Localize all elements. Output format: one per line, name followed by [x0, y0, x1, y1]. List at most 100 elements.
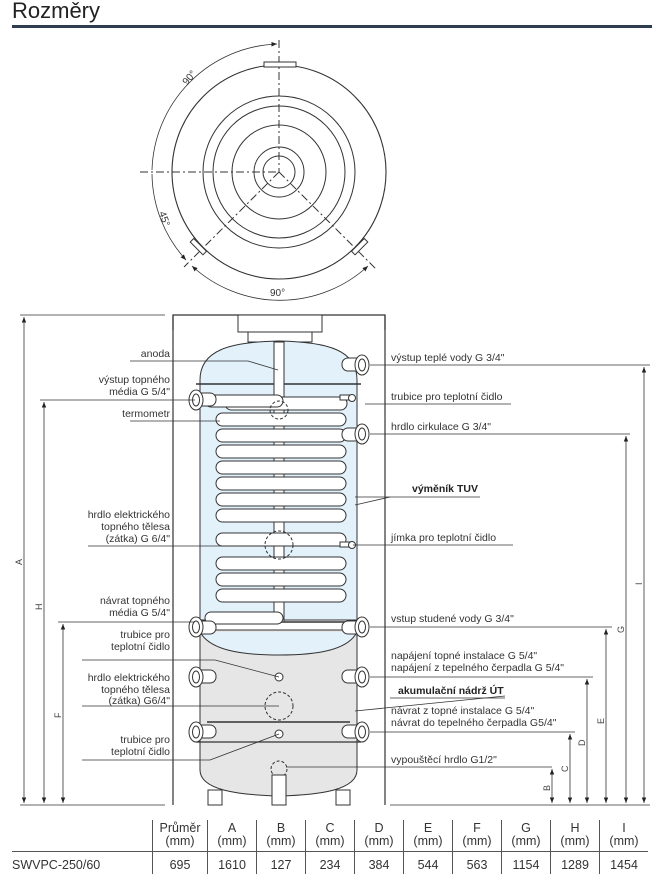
cell-model: SWVPC-250/60: [12, 858, 101, 872]
label-napajeni-2: napájení z tepelného čerpadla G 5/4": [391, 662, 564, 674]
label-vystup-topneho-1: výstup topného: [99, 374, 170, 386]
header-l2: (mm): [560, 834, 590, 848]
header-l1: C: [325, 821, 335, 835]
angle-label-bottom: 90°: [270, 288, 285, 299]
thermometer-port: [269, 400, 289, 420]
table-header-B: B(mm): [256, 820, 306, 852]
cell-prumer: 695: [152, 851, 208, 874]
label-trubice-2-l2: teplotní čidlo: [111, 746, 170, 758]
label-napajeni-1: napájení topné instalace G 5/4": [391, 650, 537, 662]
label-hrdlo-el-1-l2: topného tělesa: [101, 521, 170, 533]
dimension-lines: [20, 314, 650, 806]
label-vypousteci: vypouštěcí hrdlo G1/2": [391, 754, 497, 766]
label-trubice-horni: trubice pro teplotní čidlo: [391, 391, 503, 403]
label-hrdlo-el-2-l2: topného tělesa: [101, 684, 170, 696]
dim-label-H: H: [34, 604, 44, 611]
header-l1: F: [473, 821, 481, 835]
anode-cap-base: [247, 331, 313, 343]
table-header-C: C(mm): [305, 820, 355, 852]
table-header-I: I(mm): [599, 820, 648, 852]
label-navrat-topneho-1: návrat topného: [100, 595, 170, 607]
angle-label-left: 45°: [156, 210, 172, 228]
header-l1: B: [276, 821, 286, 835]
label-vstup-studene-vody: vstup studené vody G 3/4": [391, 613, 514, 625]
label-vymenik-tuv: výměník TUV: [412, 483, 478, 495]
header-l2: (mm): [511, 834, 541, 848]
title-underline: [12, 25, 652, 28]
heat-exchanger-coil: [204, 394, 348, 625]
tank-circle-4: [231, 124, 327, 220]
cell-G: 1154: [501, 851, 551, 874]
label-hrdlo-el-2-l3: (zátka) G6/4": [109, 695, 171, 707]
label-trubice-1-l1: trubice pro: [120, 629, 170, 641]
label-vystup-topneho-2: média G 5/4": [109, 386, 170, 398]
cell-I: 1454: [599, 851, 648, 874]
cell-C: 234: [305, 851, 355, 874]
tank-legs: [207, 774, 351, 806]
header-l2: (mm): [217, 834, 247, 848]
table-row: SWVPC-250/60 695 1610 127 234 384 544 56…: [12, 851, 648, 874]
left-nozzle: [189, 237, 208, 256]
header-l2: (mm): [266, 834, 296, 848]
header-l2: (mm): [609, 834, 639, 848]
cell-B: 127: [256, 851, 306, 874]
header-l1: A: [227, 821, 237, 835]
cell-A: 1610: [207, 851, 257, 874]
top-view-axis-diag-left: [183, 171, 280, 268]
angle-arc-left: [151, 173, 187, 261]
label-anoda: anoda: [141, 348, 170, 360]
table-header-row: Průměr(mm) A(mm) B(mm) C(mm) D(mm) E(mm)…: [12, 820, 648, 852]
tank-circle-5: [253, 146, 305, 198]
tank-circle-3: [212, 105, 346, 239]
label-hrdlo-cirkulace: hrdlo cirkulace G 3/4": [391, 421, 491, 433]
electric-heater-port-lower: [264, 691, 294, 721]
header-l2: (mm): [165, 834, 195, 848]
cell-F: 563: [452, 851, 502, 874]
angle-arc-bottom: [191, 265, 369, 301]
label-akumulacni-nadrz: akumulační nádrž ÚT: [398, 684, 504, 697]
table-header-A: A(mm): [207, 820, 257, 852]
tuv-bottom-dome: [199, 631, 358, 656]
header-l1: I: [622, 821, 626, 835]
header-l1: Průměr: [159, 821, 201, 835]
top-nozzle: [263, 61, 297, 68]
table-header-H: H(mm): [550, 820, 600, 852]
cell-E: 544: [403, 851, 453, 874]
tank-circle-6: [262, 155, 296, 189]
dimension-drawing: 90° 45° 90°: [14, 40, 650, 806]
dimensions-table: Průměr(mm) A(mm) B(mm) C(mm) D(mm) E(mm)…: [12, 820, 648, 874]
table-header-E: E(mm): [403, 820, 453, 852]
header-l2: (mm): [413, 834, 443, 848]
header-l1: H: [570, 821, 580, 835]
anode-cap: [237, 314, 323, 333]
label-navrat-2: návrat do tepelného čerpadla G5/4": [391, 717, 557, 729]
cell-D: 384: [354, 851, 404, 874]
dim-label-C: C: [560, 765, 570, 772]
header-l2: (mm): [364, 834, 394, 848]
top-view: [140, 40, 387, 301]
table-header-F: F(mm): [452, 820, 502, 852]
header-l1: D: [374, 821, 384, 835]
dim-label-E: E: [596, 718, 606, 724]
header-l1: G: [521, 821, 531, 835]
dim-label-B: B: [542, 785, 552, 791]
tank-circle-2: [202, 95, 356, 249]
label-hrdlo-el-2-l1: hrdlo elektrického: [88, 672, 170, 684]
dim-label-D: D: [577, 739, 587, 746]
label-vystup-teple-vody: výstup teplé vody G 3/4": [391, 352, 505, 364]
tank-side-view: [172, 314, 386, 806]
label-navrat-1: návrat z topné instalace G 5/4": [391, 705, 534, 717]
electric-heater-port-upper: [264, 530, 294, 560]
table-header-prumer: Průměr(mm): [152, 820, 208, 852]
label-navrat-topneho-2: média G 5/4": [109, 607, 170, 619]
table-header-D: D(mm): [354, 820, 404, 852]
header-l2: (mm): [315, 834, 345, 848]
header-l1: E: [423, 821, 433, 835]
header-l2: (mm): [462, 834, 492, 848]
label-hrdlo-el-1-l3: (zátka) G 6/4": [106, 533, 171, 545]
dim-label-I: I: [634, 582, 644, 585]
top-view-axis-diag-right: [278, 171, 378, 271]
label-jimka: jímka pro teplotní čidlo: [390, 532, 496, 544]
angle-arc-top: [151, 41, 278, 171]
label-termometr: termometr: [122, 408, 170, 420]
